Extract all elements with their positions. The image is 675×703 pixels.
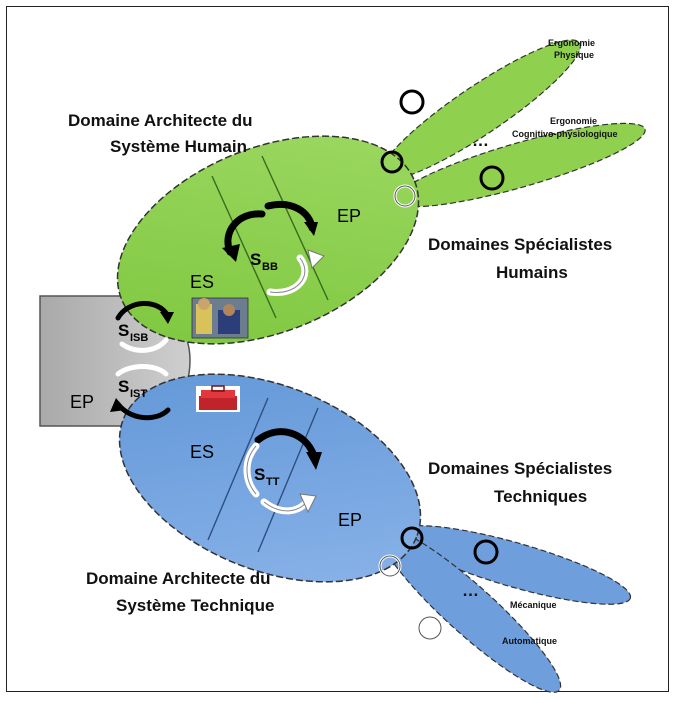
human-architect-title-line2: Système Humain [110, 137, 247, 156]
ergo-cognitive-line2: Cognitivo-physiologique [512, 129, 618, 139]
es-blue-label: ES [190, 442, 214, 462]
workers-photo-icon [191, 297, 249, 339]
mecanique-ellipse [398, 525, 632, 605]
blue-specialist-ellipses [378, 525, 632, 693]
automatique-ellipse [378, 527, 562, 693]
s-bb-label: S BB [250, 250, 278, 273]
svg-text:S: S [254, 465, 265, 484]
blue-architect-ellipse [118, 373, 422, 583]
automatique-label: Automatique [502, 636, 557, 646]
ep-gray-label: EP [70, 392, 94, 412]
ellipsis-bottom: … [462, 581, 479, 600]
connector-rings [378, 89, 505, 641]
ellipsis-top: … [472, 131, 489, 150]
ergo-physique-line2: Physique [554, 50, 594, 60]
green-architect-ellipse [116, 135, 420, 345]
ergo-cognitive-ellipse [394, 122, 646, 208]
technical-architect-title-line1: Domaine Architecte du [86, 569, 271, 588]
svg-text:S: S [118, 321, 129, 340]
toolbox-icon [196, 385, 240, 412]
svg-text:S: S [250, 250, 261, 269]
human-architect-title-line1: Domaine Architecte du [68, 111, 253, 130]
s-bb-cycle-arrows [222, 201, 325, 296]
svg-text:BB: BB [262, 261, 278, 273]
svg-text:ISB: ISB [130, 332, 148, 344]
mecanique-label: Mécanique [510, 600, 557, 610]
interface-cycle-arrows [110, 301, 174, 421]
svg-text:TT: TT [266, 476, 280, 488]
frame [6, 6, 669, 692]
green-specialist-ellipses [379, 39, 646, 208]
s-tt-label: S TT [254, 465, 280, 488]
s-ist-label: S IST [118, 377, 147, 400]
s-tt-cycle-arrows [243, 428, 322, 515]
svg-text:S: S [118, 377, 129, 396]
es-green-label: ES [190, 272, 214, 292]
ep-blue-label: EP [338, 510, 362, 530]
technical-specialists-title-line1: Domaines Spécialistes [428, 459, 612, 478]
ep-green-label: EP [337, 206, 361, 226]
ergo-physique-line1: Ergonomie [548, 38, 595, 48]
s-isb-label: S ISB [118, 321, 148, 344]
ergo-physique-ellipse [379, 39, 581, 181]
ergo-cognitive-line1: Ergonomie [550, 116, 597, 126]
technical-architect-title-line2: Système Technique [116, 596, 274, 615]
technical-specialists-title-line2: Techniques [494, 487, 587, 506]
human-specialists-title-line2: Humains [496, 263, 568, 282]
human-specialists-title-line1: Domaines Spécialistes [428, 235, 612, 254]
svg-text:IST: IST [130, 388, 147, 400]
